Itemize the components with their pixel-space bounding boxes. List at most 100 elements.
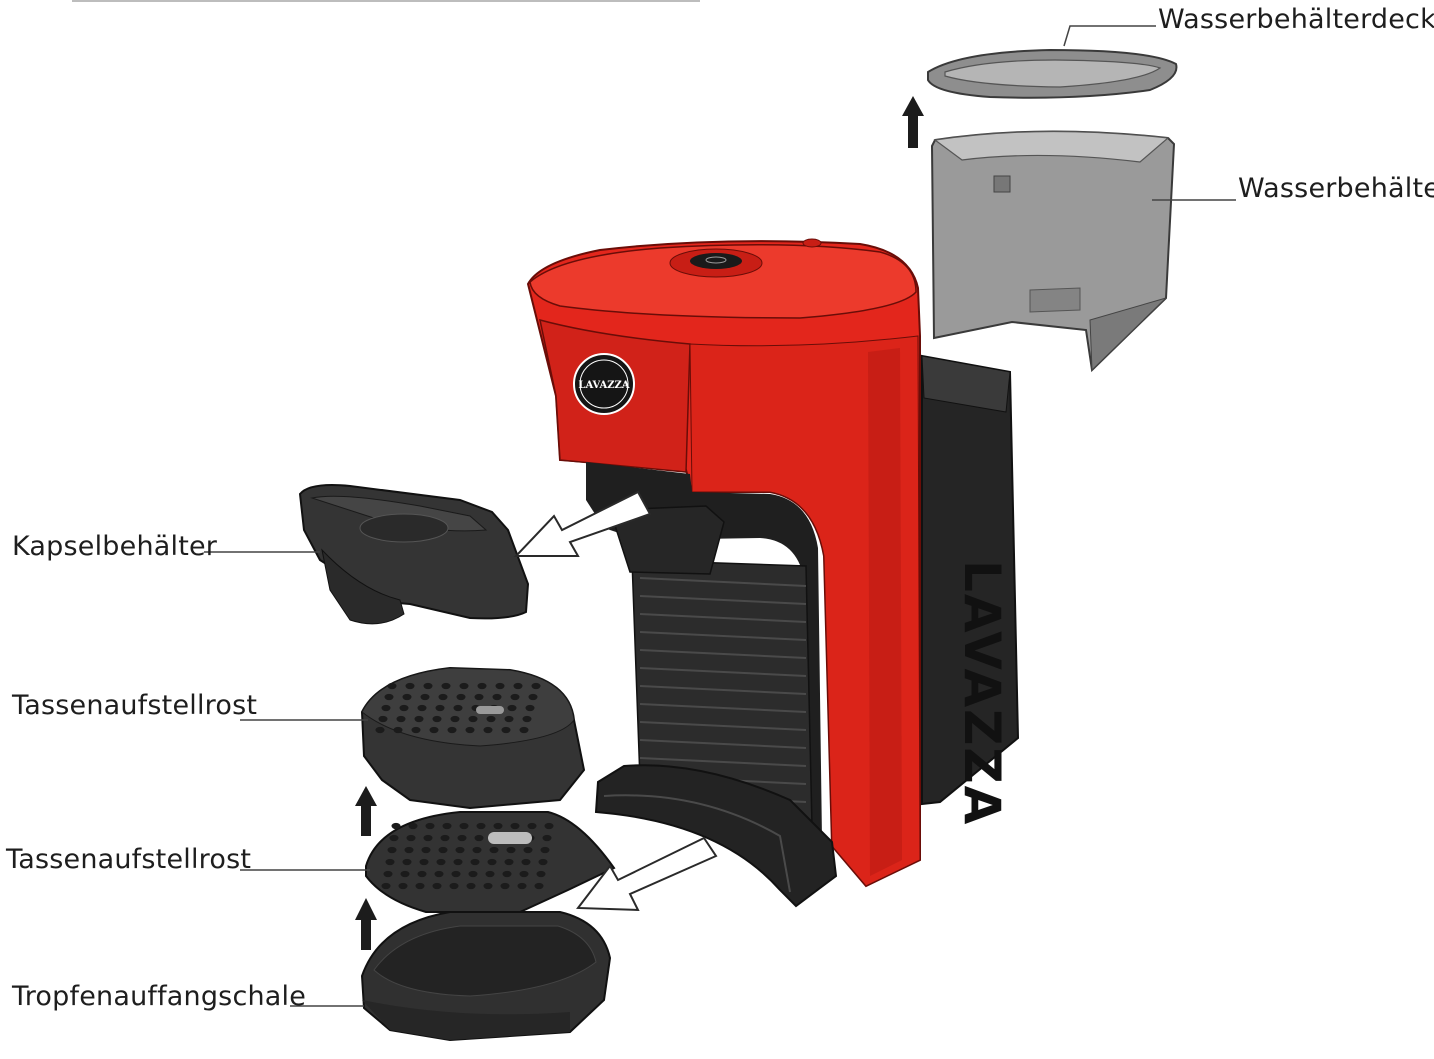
- grid-hole: [425, 822, 435, 830]
- machine-back-housing: LAVAZZA: [921, 354, 1020, 826]
- grid-hole: [525, 704, 535, 712]
- grid-hole: [402, 858, 412, 866]
- grid-hole: [442, 822, 452, 830]
- grid-hole: [396, 715, 406, 723]
- grid-hole: [465, 726, 475, 734]
- grid-hole: [447, 726, 457, 734]
- cup-grid-upper: [360, 666, 586, 810]
- grid-hole: [441, 682, 451, 690]
- grid-hole: [411, 726, 421, 734]
- arrow-up-icon: [355, 786, 377, 836]
- grid-hole: [417, 870, 427, 878]
- grid-hole: [472, 846, 482, 854]
- grid-slot-lower: [488, 832, 532, 844]
- grid-hole: [519, 726, 529, 734]
- grid-hole: [521, 858, 531, 866]
- grid-hole: [513, 682, 523, 690]
- grid-hole: [406, 834, 416, 842]
- grid-hole: [476, 822, 486, 830]
- grid-hole: [507, 704, 517, 712]
- grid-hole: [534, 882, 544, 890]
- grid-hole: [540, 846, 550, 854]
- grid-hole: [527, 822, 537, 830]
- grid-hole: [531, 682, 541, 690]
- grid-hole: [504, 715, 514, 723]
- grid-hole: [500, 882, 510, 890]
- grid-hole: [421, 846, 431, 854]
- grid-hole: [536, 870, 546, 878]
- grid-hole: [510, 822, 520, 830]
- grid-hole: [453, 858, 463, 866]
- grid-hole: [456, 693, 466, 701]
- grid-hole: [417, 704, 427, 712]
- grid-hole: [538, 858, 548, 866]
- label-cup-grid-lower: Tassenaufstellrost: [6, 844, 252, 875]
- grid-hole: [420, 693, 430, 701]
- leader-lines: [204, 25, 1236, 1007]
- grid-hole: [402, 693, 412, 701]
- grid-hole: [449, 882, 459, 890]
- grid-hole: [489, 846, 499, 854]
- grid-hole: [522, 715, 532, 723]
- grid-hole: [432, 882, 442, 890]
- grid-hole: [474, 693, 484, 701]
- grid-hole: [438, 846, 448, 854]
- grid-hole: [423, 682, 433, 690]
- grid-hole: [408, 822, 418, 830]
- grid-hole: [432, 715, 442, 723]
- arrow-up-icon: [902, 96, 924, 148]
- side-brand-mark: LAVAZZA: [953, 560, 1011, 826]
- grid-hole: [423, 834, 433, 842]
- grid-hole: [502, 870, 512, 878]
- grid-hole: [453, 704, 463, 712]
- grid-hole: [384, 693, 394, 701]
- label-water-tank: Wasserbehälter: [1238, 173, 1434, 204]
- grid-hole: [544, 822, 554, 830]
- grid-hole: [415, 882, 425, 890]
- grid-hole: [381, 704, 391, 712]
- grid-hole: [493, 822, 503, 830]
- label-capsule-container: Kapselbehälter: [12, 531, 218, 562]
- grid-hole: [528, 693, 538, 701]
- grid-hole: [501, 726, 511, 734]
- grid-holes-upper: [375, 682, 541, 734]
- grid-hole: [487, 858, 497, 866]
- grid-hole: [435, 704, 445, 712]
- grid-holes-lower: [381, 822, 554, 890]
- grid-hole: [414, 715, 424, 723]
- grid-hole: [378, 715, 388, 723]
- grid-hole: [510, 693, 520, 701]
- grid-hole: [506, 846, 516, 854]
- grid-hole: [542, 834, 552, 842]
- drip-tray: [360, 911, 612, 1042]
- grid-hole: [483, 726, 493, 734]
- grid-hole: [438, 693, 448, 701]
- grid-hole: [492, 693, 502, 701]
- grid-hole: [468, 715, 478, 723]
- water-tank-lid: [927, 48, 1178, 99]
- grid-hole: [398, 882, 408, 890]
- brand-logo: LAVAZZA: [573, 353, 635, 415]
- label-water-tank-lid: Wasserbehälterdeckel: [1158, 4, 1434, 35]
- water-tank: [930, 130, 1176, 373]
- grid-hole: [389, 834, 399, 842]
- grid-hole: [387, 682, 397, 690]
- grid-hole: [504, 858, 514, 866]
- grid-hole: [387, 846, 397, 854]
- grid-hole: [455, 846, 465, 854]
- grid-hole: [399, 704, 409, 712]
- grid-hole: [468, 870, 478, 878]
- grid-hole: [434, 870, 444, 878]
- grid-hole: [400, 870, 410, 878]
- grid-hole: [419, 858, 429, 866]
- grid-hole: [459, 822, 469, 830]
- grid-hole: [486, 715, 496, 723]
- grid-hole: [385, 858, 395, 866]
- grid-hole: [436, 858, 446, 866]
- grid-hole: [451, 870, 461, 878]
- machine-body: LAVAZZA: [526, 238, 921, 908]
- grid-hole: [429, 726, 439, 734]
- grid-hole: [485, 870, 495, 878]
